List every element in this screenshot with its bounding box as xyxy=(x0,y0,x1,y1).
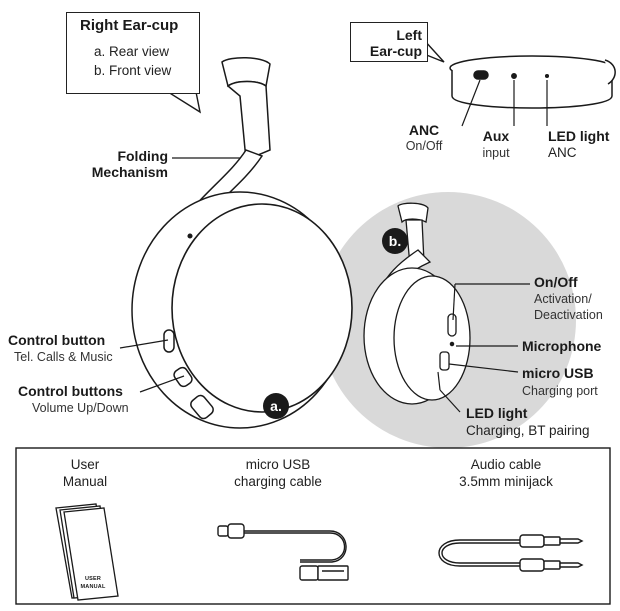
microphone-label: Microphone xyxy=(522,338,602,354)
audio-cable-label-1: Audio cable xyxy=(470,457,542,472)
headphone-rear-view xyxy=(131,57,353,429)
micro-usb-label: micro USB xyxy=(522,365,594,381)
folding-label-1: Folding xyxy=(117,148,168,164)
led-charging-label: LED light xyxy=(466,405,528,421)
onoff-sublabel-1: Activation/ xyxy=(534,292,592,306)
left-cup-title-1: Left xyxy=(396,27,422,43)
right-cup-line-b: b. Front view xyxy=(94,63,172,78)
control-buttons-label: Control buttons xyxy=(18,383,123,399)
accessories-box xyxy=(15,447,611,605)
leader-lines xyxy=(119,79,548,413)
control-button-sublabel: Tel. Calls & Music xyxy=(14,350,113,364)
usb-cable-illustration xyxy=(217,523,349,581)
anc-sublabel: On/Off xyxy=(405,139,443,153)
booklet-text-1: USER xyxy=(84,576,102,582)
booklet-text-2: MANUAL xyxy=(80,584,106,590)
aux-sublabel: input xyxy=(482,146,510,160)
left-cup-title-2: Ear-cup xyxy=(369,43,422,59)
right-cup-callout xyxy=(66,12,200,94)
user-manual-booklet xyxy=(55,503,119,601)
badge-b: b. xyxy=(382,228,408,254)
micro-usb-sublabel: Charging port xyxy=(522,384,598,398)
audio-cable-label-2: 3.5mm minijack xyxy=(459,474,553,489)
right-cup-line-a: a. Rear view xyxy=(94,44,170,59)
right-cup-callout-tail xyxy=(165,91,202,114)
control-buttons-sublabel: Volume Up/Down xyxy=(32,401,129,415)
usb-cable-label-2: charging cable xyxy=(234,474,322,489)
manual-label-2: Manual xyxy=(62,474,108,489)
onoff-sublabel-2: Deactivation xyxy=(534,308,603,322)
left-earcup-illustration xyxy=(449,55,616,109)
left-cup-callout-tail xyxy=(423,39,445,63)
led-anc-sublabel: ANC xyxy=(548,145,577,160)
audio-cable-illustration xyxy=(438,534,584,572)
badge-a: a. xyxy=(263,393,289,419)
folding-label-2: Mechanism xyxy=(91,164,168,180)
control-button-label: Control button xyxy=(8,332,106,348)
led-charging-sublabel: Charging, BT pairing xyxy=(466,423,590,438)
aux-label: Aux xyxy=(482,128,510,144)
left-cup-callout xyxy=(350,22,428,62)
headphone-front-view xyxy=(363,202,471,405)
onoff-label: On/Off xyxy=(534,274,578,290)
led-anc-label: LED light xyxy=(548,128,610,144)
right-cup-title: Right Ear-cup xyxy=(80,17,179,34)
usb-cable-label-1: micro USB xyxy=(245,457,311,472)
anc-label: ANC xyxy=(408,122,440,138)
manual-label-1: User xyxy=(70,457,100,472)
